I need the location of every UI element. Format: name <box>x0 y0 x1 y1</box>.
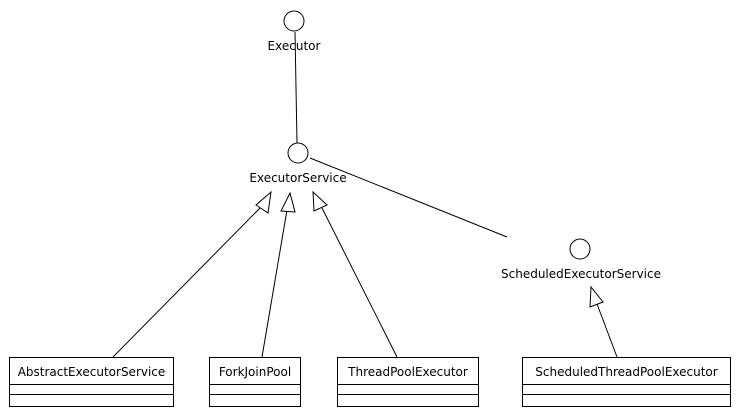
executor-interface[interactable]: Executor <box>268 10 321 53</box>
thread-pool-executor-class[interactable]: ThreadPoolExecutor <box>337 357 479 407</box>
executor-service-interface-label: ExecutorService <box>249 171 346 185</box>
thread-pool-executor-realization-arrow <box>312 190 398 358</box>
thread-pool-executor-box <box>337 357 479 407</box>
fork-join-pool-realization-arrow <box>261 191 296 358</box>
scheduled-executor-service-to-executor-service-link <box>309 157 508 238</box>
thread-pool-executor-label: ThreadPoolExecutor <box>347 365 468 379</box>
fork-join-pool-class[interactable]: ForkJoinPool <box>209 357 301 407</box>
executor-interface-circle <box>283 10 305 32</box>
abstract-executor-service-realization-arrow <box>112 190 272 358</box>
scheduled-thread-pool-executor-class[interactable]: ScheduledThreadPoolExecutor <box>522 357 731 407</box>
abstract-executor-service-label: AbstractExecutorService <box>18 365 166 379</box>
abstract-executor-service-box <box>9 357 174 407</box>
scheduled-executor-service-interface-label: ScheduledExecutorService <box>501 267 661 281</box>
scheduled-thread-pool-executor-label: ScheduledThreadPoolExecutor <box>535 365 717 379</box>
fork-join-pool-label: ForkJoinPool <box>219 365 291 379</box>
abstract-executor-service-class[interactable]: AbstractExecutorService <box>9 357 174 407</box>
scheduled-thread-pool-executor-box <box>522 357 731 407</box>
scheduled-executor-service-interface-circle <box>569 238 591 260</box>
executor-service-interface-circle <box>287 142 309 164</box>
executor-service-interface[interactable]: ExecutorService <box>249 142 347 185</box>
fork-join-pool-box <box>209 357 301 407</box>
executor-interface-label: Executor <box>268 39 321 53</box>
executor-service-to-executor-link <box>294 31 298 144</box>
scheduled-thread-pool-executor-realization-arrow <box>589 285 618 358</box>
scheduled-executor-service-interface[interactable]: ScheduledExecutorService <box>501 238 661 281</box>
